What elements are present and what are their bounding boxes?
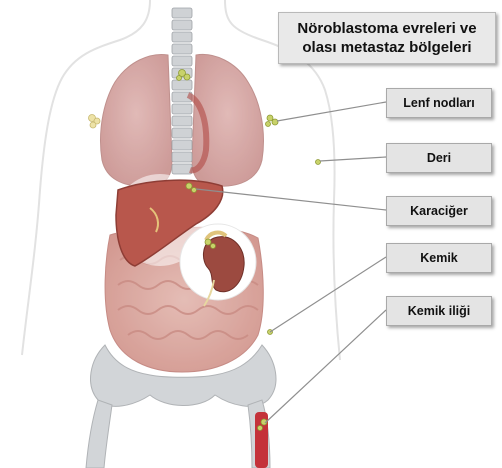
left-lymph-nodes bbox=[89, 115, 101, 129]
spine bbox=[172, 8, 192, 174]
title-line-1: Nöroblastoma evreleri ve bbox=[297, 19, 476, 38]
label-lymph-nodes: Lenf nodları bbox=[386, 88, 492, 118]
left-lung bbox=[101, 54, 172, 186]
label-skin: Deri bbox=[386, 143, 492, 173]
label-bone: Kemik bbox=[386, 243, 492, 273]
label-liver: Karaciğer bbox=[386, 196, 492, 226]
title-line-2: olası metastaz bölgeleri bbox=[302, 38, 471, 57]
diagram-title: Nöroblastoma evreleri ve olası metastaz … bbox=[278, 12, 496, 64]
left-femur bbox=[86, 400, 112, 468]
label-bone-marrow: Kemik iliği bbox=[386, 296, 492, 326]
